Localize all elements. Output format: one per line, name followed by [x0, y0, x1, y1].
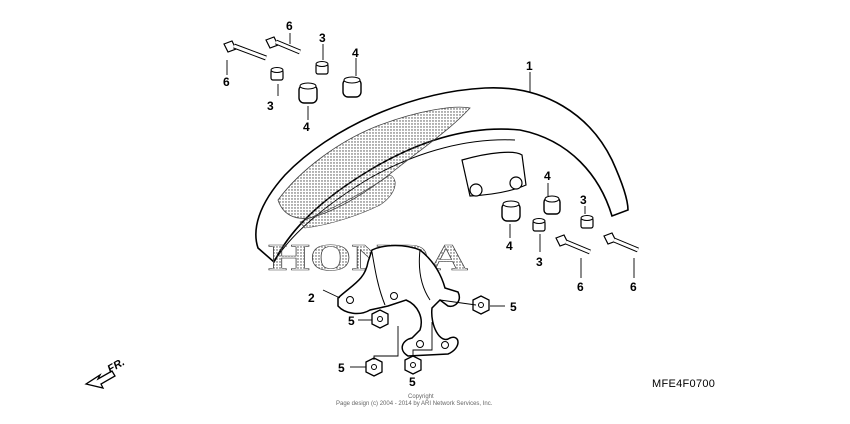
copyright-line-2: Page design (c) 2004 - 2014 by ARI Netwo…	[336, 401, 493, 407]
bolt-right-2	[603, 232, 639, 253]
grommet-3	[501, 200, 521, 222]
callout-1: 1	[526, 59, 533, 73]
bolt-right-1	[555, 234, 591, 255]
callout-6: 6	[630, 280, 637, 294]
nut-1	[472, 295, 490, 315]
fender-logo-text: HONDA	[268, 237, 469, 279]
arrow-icon	[84, 370, 116, 389]
callout-3: 3	[319, 31, 326, 45]
grommet-2	[298, 82, 318, 104]
collar-3	[532, 218, 546, 232]
callout-6: 6	[223, 75, 230, 89]
callout-5: 5	[409, 375, 416, 389]
callout-5: 5	[510, 300, 517, 314]
forward-direction-marker: FR.	[84, 356, 127, 389]
collar-2	[270, 67, 284, 81]
nut-2	[371, 309, 389, 329]
fender-stay-bracket	[337, 244, 460, 357]
front-fender: HONDA	[255, 87, 629, 279]
callout-3: 3	[536, 255, 543, 269]
nut-3	[365, 357, 383, 377]
bolt-top-left-1	[223, 40, 267, 61]
callout-5: 5	[338, 361, 345, 375]
callout-2: 2	[308, 291, 315, 305]
grommet-1	[342, 76, 362, 98]
callout-5: 5	[348, 314, 355, 328]
callout-3: 3	[267, 99, 274, 113]
forward-label: FR.	[106, 356, 127, 375]
callout-3: 3	[580, 193, 587, 207]
diagram-code: MFE4F0700	[652, 378, 716, 390]
callout-4: 4	[303, 120, 310, 134]
callout-6: 6	[286, 19, 293, 33]
collar-1	[315, 61, 329, 75]
nut-4	[404, 355, 422, 375]
grommet-4	[543, 195, 561, 215]
callout-4: 4	[544, 169, 551, 183]
copyright-notice: Copyright Page design (c) 2004 - 2014 by…	[336, 394, 492, 408]
collar-4	[580, 215, 594, 229]
leader-lines	[226, 33, 635, 368]
callout-4: 4	[506, 239, 513, 253]
callout-6: 6	[577, 280, 584, 294]
callouts: 1 2 3 3 3 3 4 4 4 4 5 5 5 5 6 6 6 6	[223, 19, 637, 389]
copyright-line-1: Copyright	[408, 394, 434, 400]
callout-4: 4	[352, 46, 359, 60]
bolt-top-left-2	[265, 36, 301, 55]
